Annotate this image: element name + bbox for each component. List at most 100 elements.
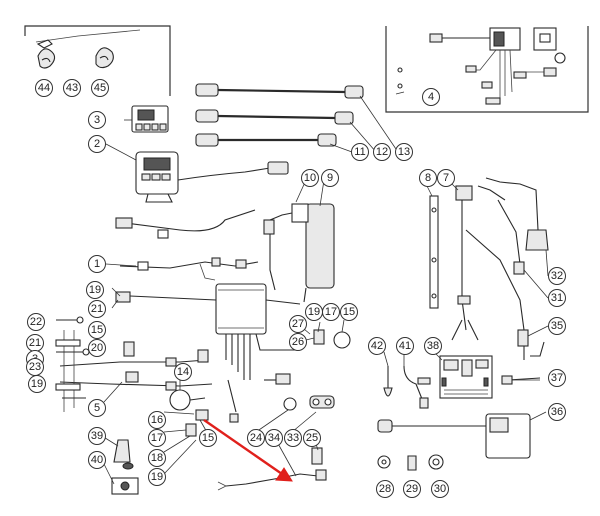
callout-number: 28: [379, 483, 391, 495]
callout-c13: 13: [395, 143, 413, 161]
callout-c32: 32: [548, 267, 566, 285]
callout-number: 17: [325, 306, 337, 318]
clip-29: [407, 455, 417, 471]
callout-circle: [548, 369, 566, 387]
callout-c15c: 15: [199, 429, 217, 447]
callout-number: 11: [354, 146, 365, 158]
callout-circle: [148, 411, 166, 429]
callout-circle: [284, 429, 302, 447]
sensor-32: [485, 177, 549, 251]
callout-number: 35: [551, 320, 563, 332]
callout-c37: 37: [548, 369, 566, 387]
callout-circle: [88, 300, 106, 318]
callout-circle: [395, 143, 413, 161]
callout-c19c: 19: [305, 303, 323, 321]
callout-number: 20: [91, 342, 103, 354]
callout-number: 29: [406, 483, 418, 495]
callout-circle: [376, 480, 394, 498]
callout-circle: [437, 169, 455, 187]
red-highlight-arrow: [203, 419, 293, 482]
callout-number: 19: [308, 306, 320, 318]
callout-circle: [27, 313, 45, 331]
callout-c31: 31: [548, 289, 566, 307]
grommet-30: [428, 454, 444, 470]
circuit-board-38: [439, 355, 493, 399]
callout-c21b: 21: [26, 334, 44, 352]
valve-26-27: [313, 329, 351, 349]
callout-c3: 3: [88, 111, 106, 129]
callout-c41: 41: [396, 337, 414, 355]
callout-number: 38: [427, 340, 439, 352]
callout-circle: [148, 449, 166, 467]
callout-circle: [431, 480, 449, 498]
callout-c15b: 15: [340, 303, 358, 321]
callout-c33: 33: [284, 429, 302, 447]
callout-number: 21: [91, 303, 103, 315]
cable-1: [115, 209, 259, 281]
callout-number: 17: [151, 432, 163, 444]
callout-number: 12: [376, 146, 388, 158]
callout-c36: 36: [548, 403, 566, 421]
callout-circle: [340, 303, 358, 321]
callout-c19d: 19: [148, 468, 166, 486]
callout-c12: 12: [373, 143, 391, 161]
inset-frame-clips: [24, 25, 171, 96]
callout-number: 19: [151, 471, 163, 483]
callout-c9: 9: [321, 169, 339, 187]
callout-circle: [548, 403, 566, 421]
callout-number: 1: [94, 258, 100, 270]
callout-c19b: 19: [28, 375, 46, 393]
callout-circle: [88, 399, 106, 417]
callout-number: 7: [443, 172, 449, 184]
callout-number: 5: [94, 402, 100, 414]
sensor-42: [383, 366, 393, 397]
bracket-8: [429, 195, 439, 309]
callout-c23: 23: [26, 358, 44, 376]
callout-circle: [88, 135, 106, 153]
callout-number: 36: [551, 406, 563, 418]
callout-c14: 14: [174, 363, 192, 381]
callout-circle: [396, 337, 414, 355]
module-9-10: [263, 203, 335, 303]
callout-number: 19: [31, 378, 43, 390]
callout-number: 14: [177, 366, 189, 378]
callout-number: 45: [94, 82, 106, 94]
callout-number: 3: [94, 114, 100, 126]
callout-number: 15: [202, 432, 214, 444]
callout-circle: [548, 289, 566, 307]
callout-number: 23: [29, 361, 41, 373]
callout-number: 21: [29, 337, 41, 349]
callout-circle: [174, 363, 192, 381]
plate-40: [111, 477, 139, 495]
callout-c34: 34: [265, 429, 283, 447]
sensor-cluster-14-18: [169, 379, 239, 437]
callout-circle: [548, 267, 566, 285]
callout-number: 22: [30, 316, 42, 328]
callout-number: 31: [551, 292, 563, 304]
callout-circle: [148, 468, 166, 486]
callout-number: 25: [306, 432, 318, 444]
cable-11: [195, 133, 337, 147]
gasket-28: [377, 455, 391, 469]
clip-part-45: [95, 47, 114, 69]
callout-circle: [403, 480, 421, 498]
sensor-41: [403, 365, 431, 409]
harness-7: [451, 185, 525, 341]
bolt-set-left: [56, 316, 90, 399]
callout-number: 9: [327, 172, 333, 184]
callout-c19a: 19: [86, 281, 104, 299]
callout-circle: [86, 281, 104, 299]
callout-c43: 43: [63, 79, 81, 97]
callout-number: 40: [91, 454, 103, 466]
callout-c45: 45: [91, 79, 109, 97]
callout-c20: 20: [88, 339, 106, 357]
callout-c22: 22: [27, 313, 45, 331]
cable-12: [195, 109, 354, 125]
callout-circle: [368, 337, 386, 355]
callout-number: 41: [399, 340, 411, 352]
callout-number: 26: [292, 336, 304, 348]
callout-c5: 5: [88, 399, 106, 417]
callout-c8: 8: [419, 169, 437, 187]
callout-c16: 16: [148, 411, 166, 429]
